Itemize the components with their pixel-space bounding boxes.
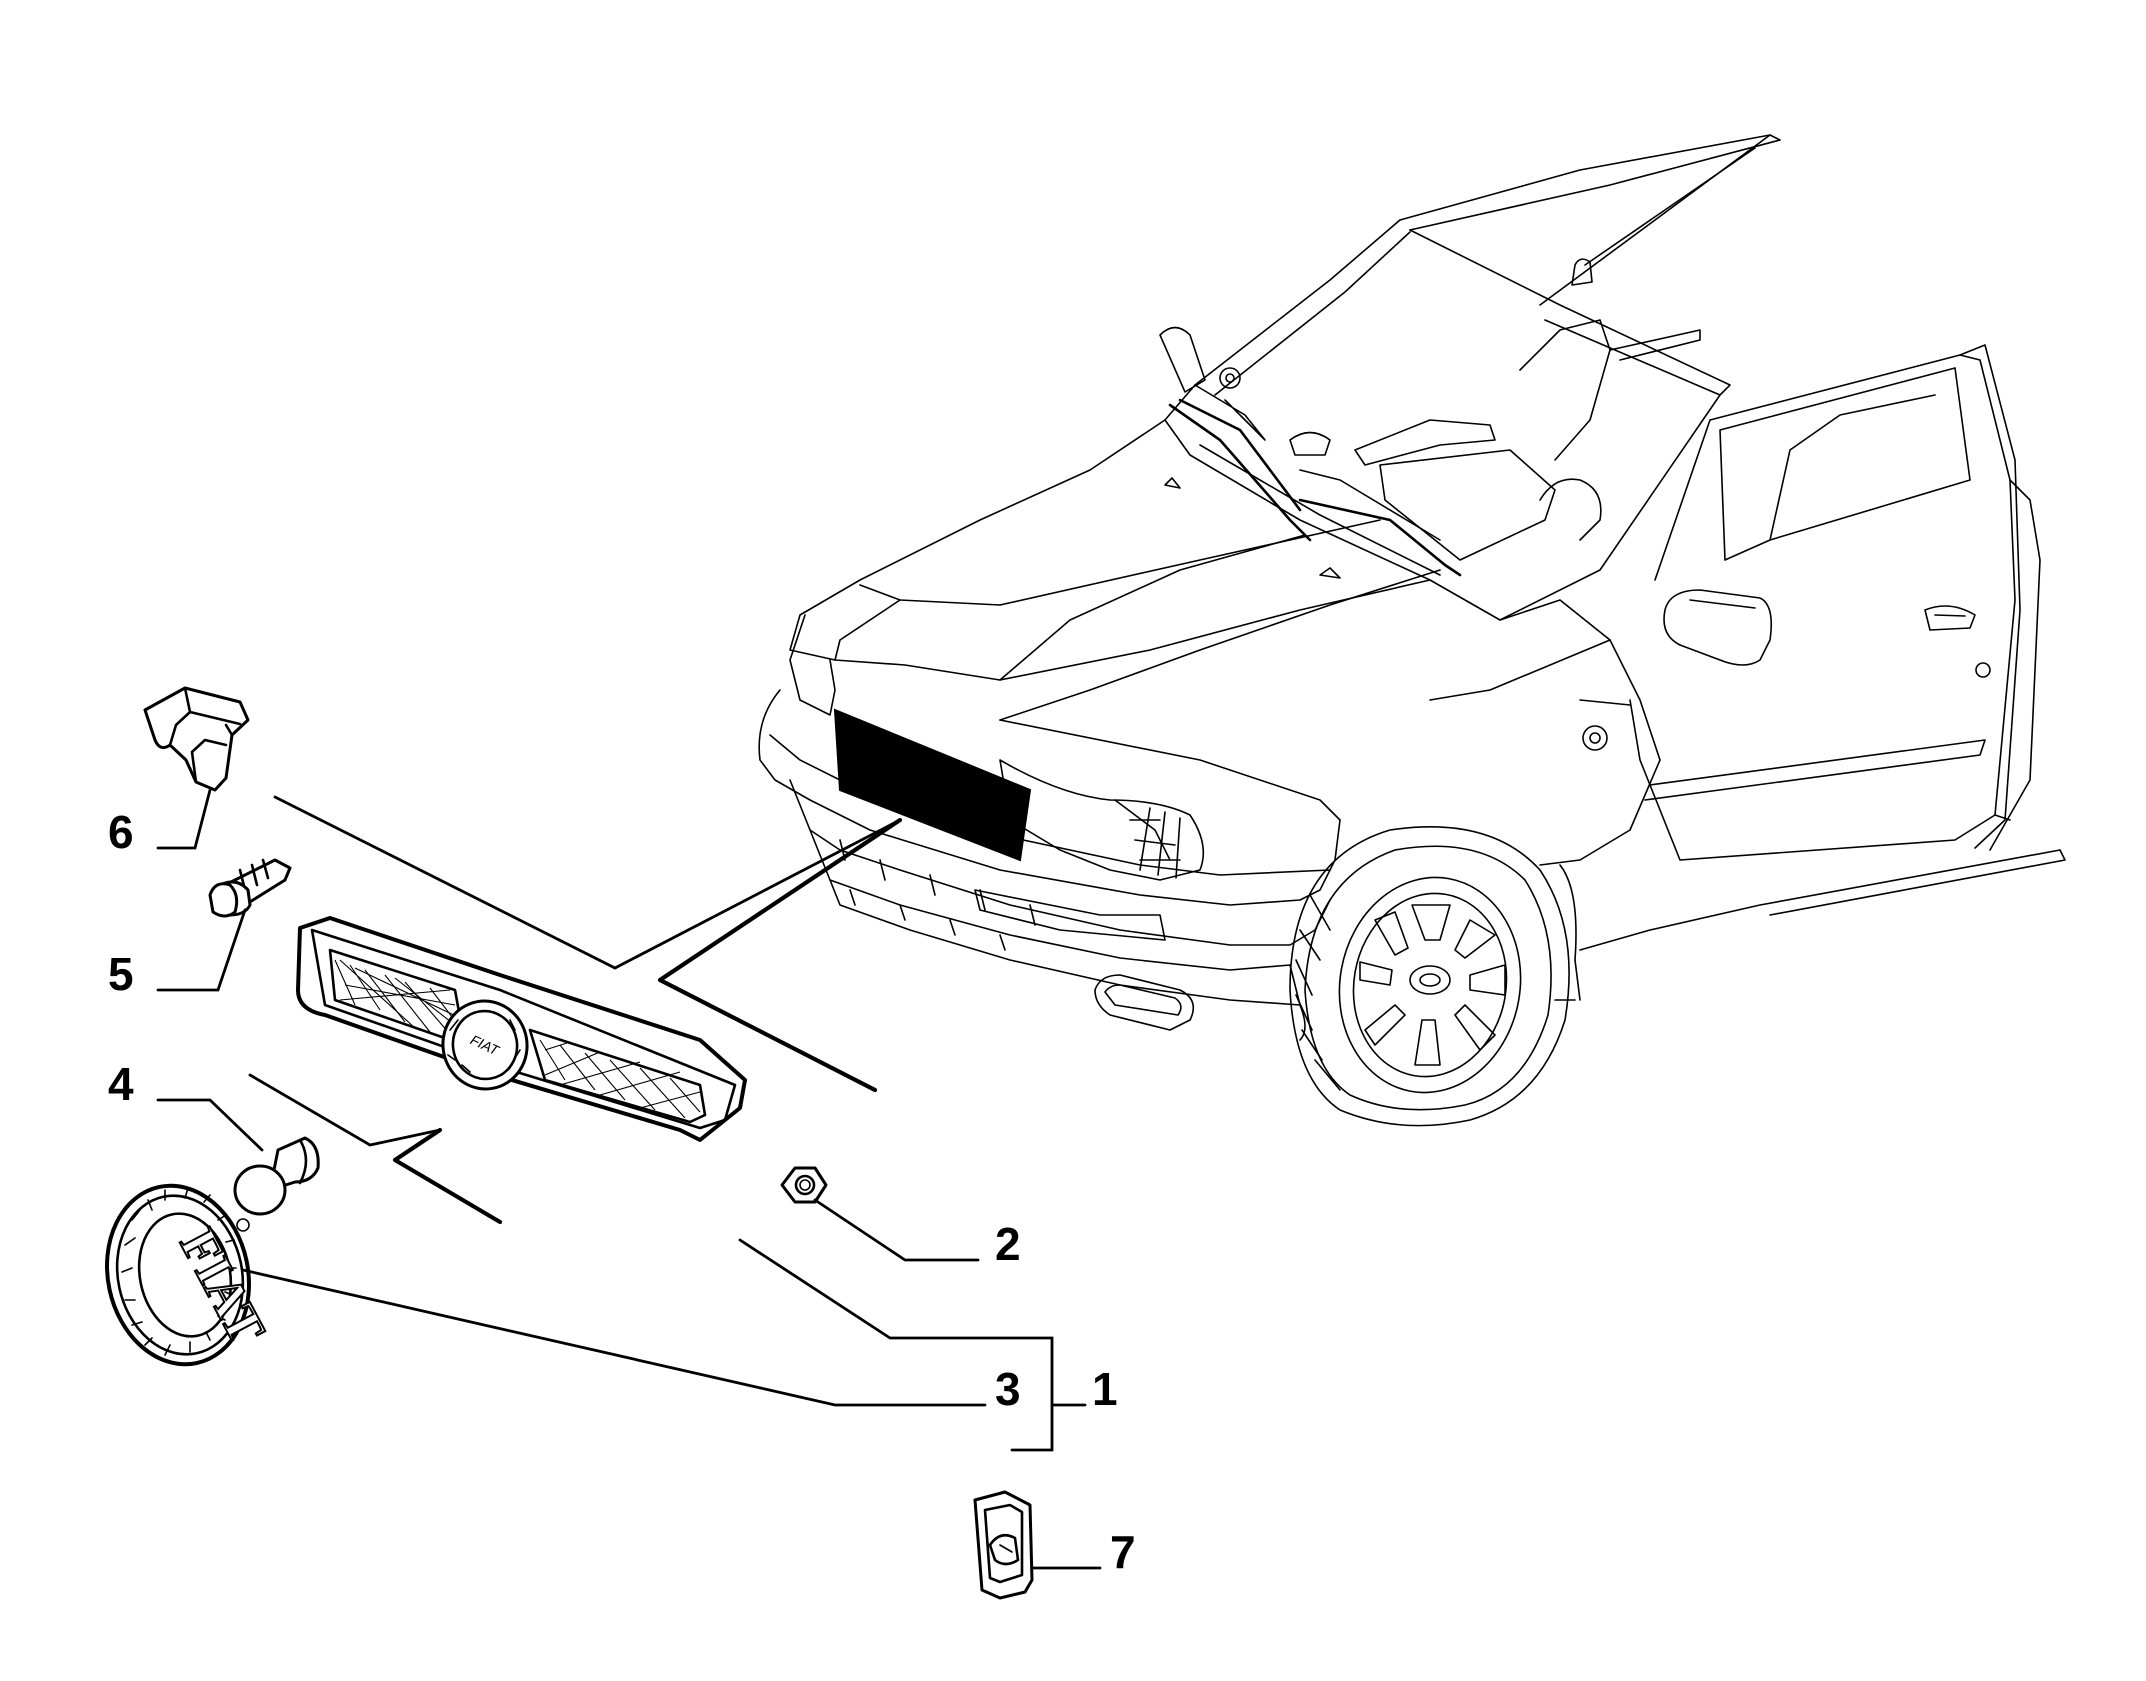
part-2-nut <box>780 1166 828 1204</box>
callout-6: 6 <box>108 806 134 858</box>
part-4-pin <box>233 1136 320 1216</box>
car-illustration <box>758 134 2066 1127</box>
callout-2: 2 <box>995 1218 1021 1270</box>
callout-1: 1 <box>1092 1363 1118 1415</box>
callout-leaders <box>156 788 1102 1570</box>
callout-7: 7 <box>1110 1526 1136 1578</box>
part-6-clip <box>143 686 250 792</box>
grille-mesh-right <box>528 1028 707 1124</box>
assembly-lines <box>248 795 903 1225</box>
callout-3: 3 <box>995 1363 1021 1415</box>
grille-badge: FIAT <box>441 999 529 1091</box>
part-7-clip-nut <box>973 1490 1034 1600</box>
callout-4: 4 <box>108 1058 134 1110</box>
part-5-screw <box>208 858 292 918</box>
callout-labels: 6 5 4 2 3 1 7 <box>108 806 1136 1578</box>
part-1-grille: FIAT <box>296 916 747 1142</box>
callout-5: 5 <box>108 948 134 1000</box>
